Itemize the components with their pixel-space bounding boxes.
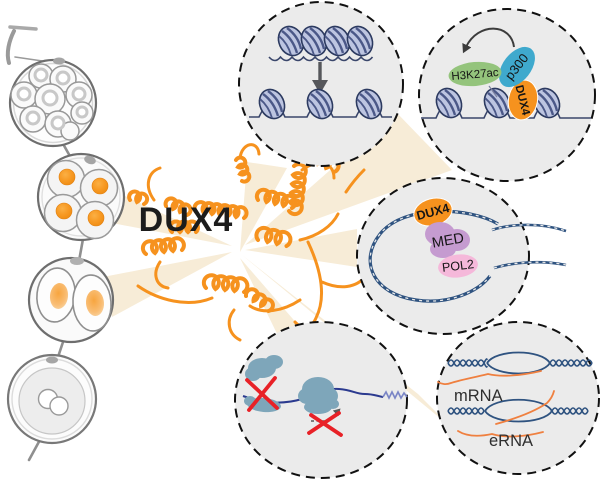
helix-segment	[549, 359, 593, 367]
polar-body	[84, 155, 96, 165]
nascent-rna-strands	[437, 370, 555, 438]
complex-blob	[298, 377, 339, 414]
circle-repression	[234, 321, 408, 479]
protein-complex-blobs	[244, 355, 339, 414]
med-blob	[425, 222, 470, 258]
helix-segment	[447, 407, 485, 415]
circle-mediator-recruitment: DUX4 MED POL2	[356, 177, 567, 335]
mrna-label: mRNA	[454, 387, 503, 405]
circle-rna-transcription: mRNA eRNA	[436, 321, 600, 475]
orange-nucleus	[85, 290, 105, 316]
p300-ellipse	[499, 46, 535, 88]
dux4-protein-label: DUX4	[139, 201, 234, 239]
light-ray	[240, 258, 312, 346]
acetyl-link-line	[488, 85, 498, 98]
dna-helices	[447, 351, 593, 423]
orange-nucleus	[49, 283, 69, 309]
red-x-icon	[307, 411, 343, 437]
erna-strand	[457, 430, 544, 438]
circle-chromatin-opening	[238, 1, 404, 167]
transcription-bubble	[484, 398, 553, 423]
embryo-chain	[5, 25, 126, 462]
polar-body	[46, 356, 58, 364]
red-x-icon	[245, 376, 279, 412]
med-label: MED	[431, 230, 466, 251]
helix-segment	[447, 358, 488, 367]
curved-arrow-icon	[462, 27, 515, 54]
mrna-strand	[437, 370, 542, 385]
dux4-ellipse	[507, 79, 539, 121]
embryo-zygote	[6, 353, 98, 445]
light-ray	[240, 162, 287, 252]
h3k27ac-ellipse	[448, 61, 502, 87]
dna-strand	[268, 55, 374, 62]
polar-body	[53, 57, 65, 65]
rna-line	[242, 387, 384, 404]
helix-segment	[551, 407, 589, 415]
pronucleus	[49, 396, 69, 416]
orange-nuclei	[55, 168, 109, 227]
complex-blob	[245, 355, 283, 381]
erna-label: eRNA	[489, 432, 533, 450]
polar-body	[70, 257, 84, 265]
transcription-bubble	[486, 351, 551, 375]
h3k27ac-label: H3K27ac	[451, 67, 499, 83]
pol2-ellipse	[438, 254, 478, 278]
sperm-tail-squiggle	[5, 25, 64, 65]
helix-segment	[549, 359, 593, 367]
light-ray	[103, 252, 232, 317]
pol2-label: POL2	[441, 257, 474, 275]
red-x-icons	[245, 376, 343, 437]
embryo-morula	[8, 57, 98, 148]
helix-segment	[447, 359, 488, 368]
erna-strand	[495, 390, 555, 425]
circle-histone-acetylation: DUX4 p300 H3K27ac	[418, 8, 596, 182]
embryo-2cell	[27, 256, 115, 344]
polya-tail	[382, 390, 408, 400]
morula-nuclei	[16, 67, 89, 131]
light-ray	[245, 229, 357, 267]
embryo-4cell	[36, 152, 126, 242]
